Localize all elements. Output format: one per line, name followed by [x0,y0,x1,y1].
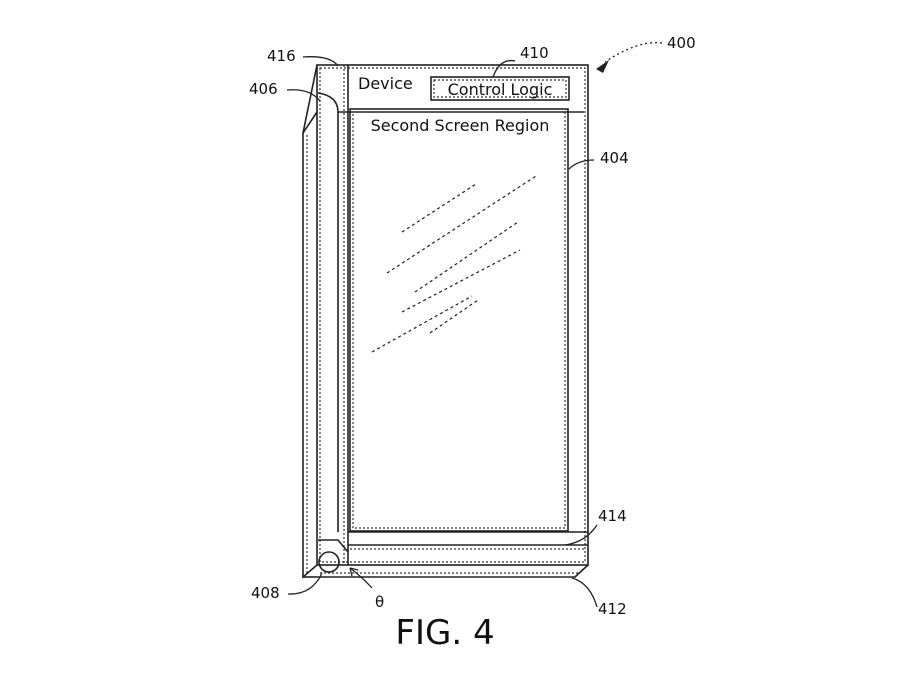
control-logic-outline [430,76,570,101]
screen-outline [349,108,569,532]
glare-line [386,175,537,274]
device-label: Device [358,74,413,93]
ref-412: 412 [598,600,627,618]
angle-theta: θ [375,593,384,611]
glare-line [429,299,479,334]
hinge-circle [318,551,340,573]
ref-408: 408 [251,584,280,602]
ref-400: 400 [667,34,696,52]
device-inner-edge [319,67,586,563]
glare-line [414,221,519,293]
ref-406: 406 [249,80,278,98]
leader-410 [492,59,516,78]
theta-arrowhead-a [349,567,353,577]
strip-bottom-edge [317,564,589,578]
leader-414 [564,524,598,546]
leader-408 [287,572,323,595]
theta-arrowhead-b [349,567,359,571]
figure-caption: FIG. 4 [395,613,494,653]
bottom-strip [303,531,589,578]
first-screen-panel [302,64,584,579]
panel-fold-curve [317,92,584,113]
leader-theta [349,567,373,589]
ref-416: 416 [267,47,296,65]
screen-glare [371,175,537,353]
leader-lines [286,41,663,608]
control-logic-label: Control Logic [448,80,553,99]
glare-line [371,295,473,353]
ref-414: 414 [598,507,627,525]
leader-406 [286,89,321,102]
leader-416 [302,56,339,67]
hinge-housing [318,539,349,553]
screen-region-label: Second Screen Region [371,116,550,135]
ref-410: 410 [520,44,549,62]
hinge [318,539,349,573]
side-panel-top-join [302,111,318,134]
arrowhead-400-icon [596,60,609,73]
glare-line [401,249,521,313]
leader-412 [571,577,598,608]
ref-404: 404 [600,149,629,167]
leader-400 [604,41,663,63]
side-panel-edge [302,64,318,579]
control-logic-box: Control Logic [430,76,570,101]
control-logic-inner [433,79,567,98]
second-screen-region: Second Screen Region [349,108,569,532]
screen-inner-edge [352,111,566,529]
glare-line [401,183,477,233]
device-body [316,64,589,566]
device-outline [316,64,589,566]
leader-404 [568,159,595,170]
